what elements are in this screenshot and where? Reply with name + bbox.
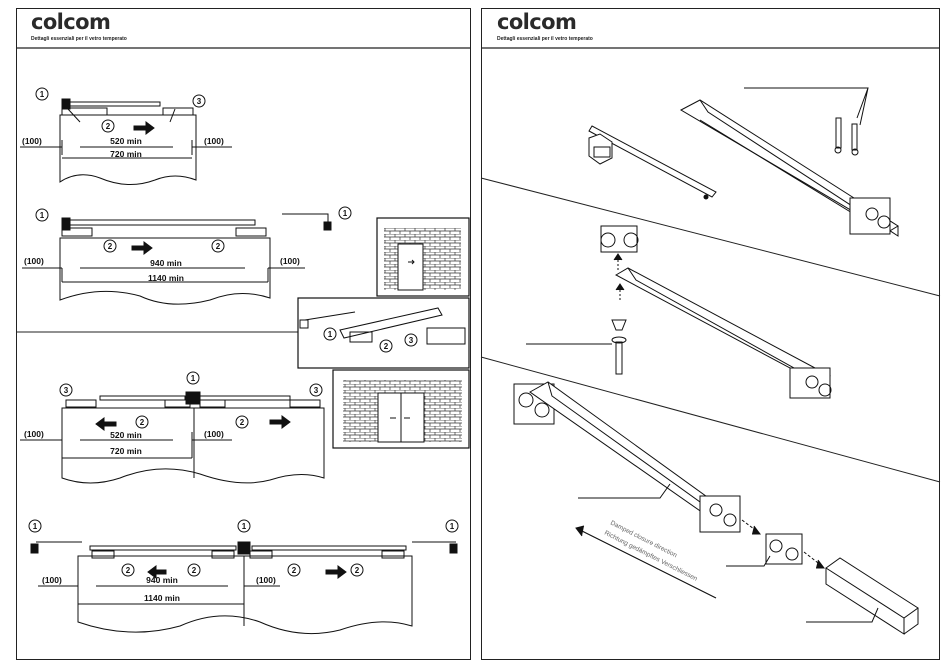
c-callout-3b: 3 xyxy=(314,386,319,395)
d-left-margin: (100) xyxy=(42,575,62,585)
diagram-c xyxy=(20,371,325,484)
a-right-margin: (100) xyxy=(204,136,224,146)
right-brand-logo: colcom xyxy=(497,10,577,34)
legend-part-1: 1 xyxy=(328,330,333,339)
d-callout-2b: 2 xyxy=(192,566,197,575)
c-callout-2a: 2 xyxy=(140,418,145,427)
wall-single-door xyxy=(376,217,470,297)
c-callout-1: 1 xyxy=(191,374,196,383)
b-travel: 940 min xyxy=(150,258,182,268)
b-total: 1140 min xyxy=(148,273,184,283)
d-callout-2a: 2 xyxy=(126,566,131,575)
d-callout-1a: 1 xyxy=(33,522,38,531)
c-left-margin: (100) xyxy=(24,429,44,439)
d-callout-2c: 2 xyxy=(292,566,297,575)
a-total: 720 min xyxy=(110,149,142,159)
d-travel: 940 min xyxy=(146,575,178,585)
d-mid-margin: (100) xyxy=(256,575,276,585)
c-callout-3a: 3 xyxy=(64,386,69,395)
a-travel: 520 min xyxy=(110,136,142,146)
b-callout-2a: 2 xyxy=(108,242,113,251)
c-total: 720 min xyxy=(110,446,142,456)
diagram-b xyxy=(22,206,352,305)
b-right-margin: (100) xyxy=(280,256,300,266)
step3-parts xyxy=(513,381,919,635)
legend-part-2: 2 xyxy=(384,342,389,351)
c-travel: 520 min xyxy=(110,430,142,440)
a-callout-1: 1 xyxy=(40,90,45,99)
wall-double-door xyxy=(332,369,470,449)
c-callout-2b: 2 xyxy=(240,418,245,427)
parts-legend xyxy=(297,297,470,369)
a-left-margin: (100) xyxy=(22,136,42,146)
right-tagline: Dettagli essenziali per il vetro tempera… xyxy=(497,36,593,42)
diagram-d xyxy=(28,519,459,635)
step1-parts xyxy=(588,87,899,237)
a-callout-2: 2 xyxy=(106,122,111,131)
d-total: 1140 min xyxy=(144,593,180,603)
left-brand-logo: colcom xyxy=(31,10,111,34)
c-mid-margin: (100) xyxy=(204,429,224,439)
d-callout-1b: 1 xyxy=(242,522,247,531)
d-callout-1c: 1 xyxy=(450,522,455,531)
b-callout-2b: 2 xyxy=(216,242,221,251)
b-left-margin: (100) xyxy=(24,256,44,266)
diagram-a xyxy=(20,87,232,185)
a-callout-3: 3 xyxy=(197,97,202,106)
legend-part-3: 3 xyxy=(409,336,414,345)
b-callout-1b: 1 xyxy=(343,209,348,218)
step2-parts xyxy=(526,225,832,399)
b-callout-1a: 1 xyxy=(40,211,45,220)
left-tagline: Dettagli essenziali per il vetro tempera… xyxy=(31,36,127,42)
d-callout-2d: 2 xyxy=(355,566,360,575)
direction-de: Richtung gedämpftes Verschliessen xyxy=(603,530,699,583)
